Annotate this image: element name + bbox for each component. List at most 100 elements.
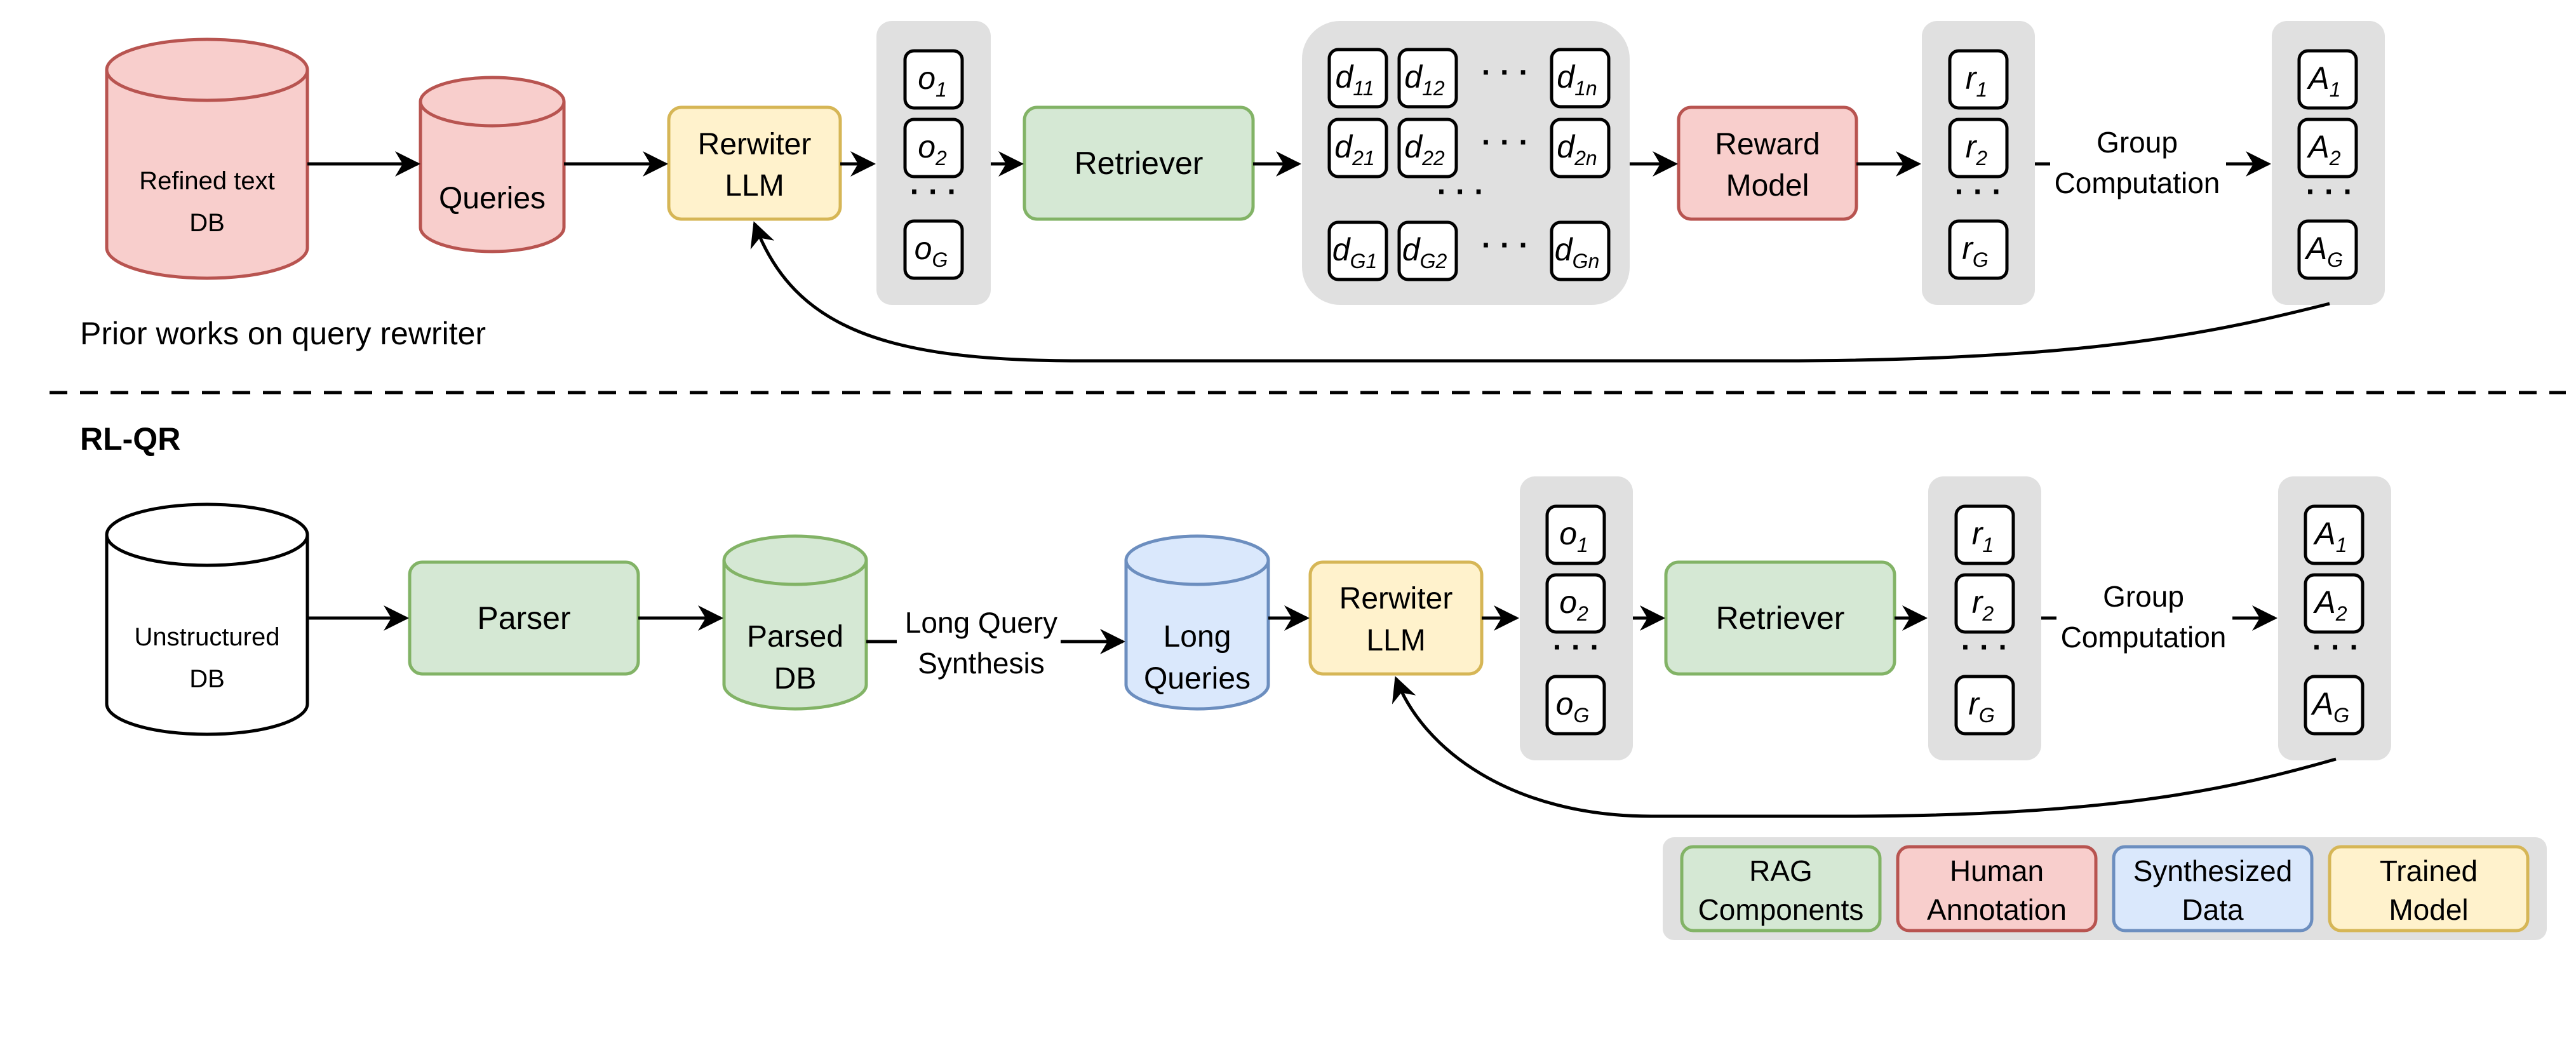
- refined-db-label-2: DB: [189, 209, 225, 237]
- top-advantage-g: AG: [2297, 219, 2358, 280]
- svg-text:o1: o1: [918, 60, 947, 101]
- arrow-feedback-bottom: [1392, 676, 2337, 818]
- queries-db: Queries: [419, 76, 566, 253]
- top-group-label-1: Group: [2096, 126, 2178, 159]
- svg-text:A2: A2: [2306, 129, 2340, 170]
- doc-d12: d12: [1397, 48, 1458, 109]
- svg-text:dGn: dGn: [1555, 232, 1600, 273]
- svg-text:Trained: Trained: [2380, 854, 2478, 887]
- bottom-output-2: o2: [1545, 573, 1606, 634]
- legend: RAG Components Human Annotation Synthesi…: [1663, 837, 2547, 940]
- bottom-retriever-label: Retriever: [1716, 600, 1845, 636]
- top-output-ellipsis: · · ·: [910, 175, 958, 209]
- svg-text:d21: d21: [1334, 129, 1374, 170]
- svg-text:AG: AG: [2304, 231, 2343, 271]
- parser-label: Parser: [477, 600, 570, 636]
- refined-db-label-1: Refined text: [139, 167, 274, 195]
- doc-d22: d22: [1397, 118, 1458, 178]
- doc-row2-ellipsis: · · ·: [1482, 126, 1529, 159]
- svg-text:d2n: d2n: [1557, 129, 1597, 170]
- svg-text:A2: A2: [2312, 584, 2347, 625]
- doc-row3-ellipsis: · · ·: [1482, 229, 1529, 262]
- doc-d1n: d1n: [1550, 48, 1611, 109]
- svg-text:Human: Human: [1950, 854, 2044, 887]
- bottom-advantage-ellipsis: · · ·: [2312, 631, 2360, 664]
- top-reward-2: r2: [1948, 118, 2009, 178]
- prior-works-caption: Prior works on query rewriter: [80, 316, 486, 351]
- parsed-db-label-2: DB: [774, 662, 817, 696]
- bottom-rewriter-llm: Rerwiter LLM: [1308, 560, 1484, 676]
- svg-text:d22: d22: [1404, 129, 1445, 170]
- svg-text:Annotation: Annotation: [1927, 893, 2067, 926]
- queries-label: Queries: [439, 182, 546, 215]
- bottom-section: RL-QR Unstructured DB Parser Parsed DB L…: [80, 421, 2391, 818]
- svg-text:RAG: RAG: [1749, 854, 1813, 887]
- bottom-output-1: o1: [1545, 504, 1606, 565]
- bottom-reward-2: r2: [1954, 573, 2015, 634]
- synthesis-label-2: Synthesis: [918, 647, 1044, 680]
- arrow-feedback-top: [750, 221, 2330, 363]
- bottom-rewriter-label-2: LLM: [1366, 624, 1425, 657]
- svg-text:d12: d12: [1404, 59, 1445, 100]
- top-group-label-2: Computation: [2055, 166, 2220, 199]
- reward-label-1: Reward: [1715, 128, 1820, 161]
- refined-text-db: Refined text DB: [105, 37, 309, 280]
- legend-trained: Trained Model: [2328, 845, 2530, 932]
- top-output-1: o1: [903, 49, 964, 110]
- parser: Parser: [408, 560, 640, 676]
- legend-rag: RAG Components: [1680, 845, 1882, 932]
- bottom-advantages-panel: A1 A2 · · · AG: [2278, 476, 2391, 760]
- rl-qr-title: RL-QR: [80, 421, 180, 457]
- top-rewriter-label-1: Rerwiter: [698, 128, 812, 161]
- top-rewards-panel: r1 r2 · · · rG: [1922, 21, 2035, 305]
- svg-text:r1: r1: [1972, 516, 1994, 556]
- bottom-output-g: oG: [1545, 675, 1606, 736]
- synthesis-label-1: Long Query: [905, 606, 1057, 639]
- svg-text:d1n: d1n: [1557, 59, 1597, 100]
- reward-model: Reward Model: [1677, 105, 1858, 221]
- doc-dg2: dG2: [1397, 220, 1458, 281]
- top-section: Refined text DB Queries Rerwiter LLM o1 …: [80, 21, 2385, 363]
- top-retriever: Retriever: [1023, 105, 1255, 221]
- svg-text:o2: o2: [918, 129, 947, 170]
- svg-text:dG1: dG1: [1332, 232, 1378, 273]
- parsed-db-label-1: Parsed: [747, 620, 843, 654]
- top-reward-g: rG: [1948, 219, 2009, 280]
- bottom-reward-g: rG: [1954, 675, 2015, 736]
- long-queries-label-2: Queries: [1144, 662, 1251, 696]
- top-advantage-ellipsis: · · ·: [2306, 175, 2354, 209]
- bottom-arrows: [307, 605, 2337, 818]
- legend-human: Human Annotation: [1896, 845, 2098, 932]
- svg-text:oG: oG: [915, 231, 948, 271]
- doc-vertical-ellipsis: · · ·: [1437, 175, 1485, 209]
- svg-text:AG: AG: [2311, 686, 2349, 727]
- top-output-2: o2: [903, 118, 964, 178]
- svg-text:o2: o2: [1559, 584, 1588, 625]
- svg-text:A1: A1: [2312, 516, 2347, 556]
- bottom-output-ellipsis: · · ·: [1553, 631, 1600, 664]
- svg-text:A1: A1: [2306, 60, 2340, 101]
- bottom-rewriter-label-1: Rerwiter: [1339, 582, 1453, 616]
- unstructured-db-label-2: DB: [189, 665, 225, 693]
- svg-text:Synthesized: Synthesized: [2133, 854, 2293, 887]
- doc-d11: d11: [1327, 48, 1388, 109]
- bottom-advantage-1: A1: [2304, 504, 2365, 565]
- documents-panel: d11 d12 · · · d1n d21 d22 · · ·: [1302, 21, 1630, 305]
- bottom-rewards-panel: r1 r2 · · · rG: [1928, 476, 2041, 760]
- svg-text:r2: r2: [1972, 584, 1994, 625]
- top-advantage-1: A1: [2297, 49, 2358, 110]
- bottom-retriever: Retriever: [1664, 560, 1896, 676]
- doc-dgn: dGn: [1550, 220, 1611, 281]
- top-rewriter-label-2: LLM: [725, 169, 784, 203]
- doc-row1-ellipsis: · · ·: [1482, 56, 1529, 90]
- doc-d21: d21: [1327, 118, 1388, 178]
- top-retriever-label: Retriever: [1075, 145, 1204, 181]
- bottom-advantage-2: A2: [2304, 573, 2365, 634]
- unstructured-db-label-1: Unstructured: [135, 623, 280, 651]
- doc-dg1: dG1: [1327, 220, 1388, 281]
- top-arrows: [307, 151, 2330, 363]
- top-reward-1: r1: [1948, 49, 2009, 110]
- legend-synthesized: Synthesized Data: [2112, 845, 2314, 932]
- svg-text:rG: rG: [1968, 686, 1995, 727]
